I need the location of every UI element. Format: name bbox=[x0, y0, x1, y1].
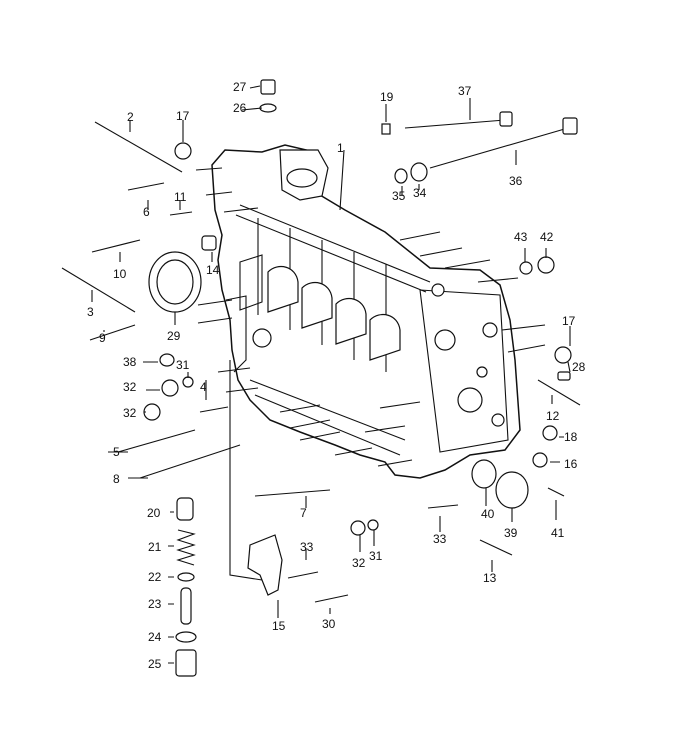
callout-label-11: 11 bbox=[174, 190, 187, 204]
callout-label-34: 34 bbox=[413, 186, 427, 200]
callout-label-38: 38 bbox=[123, 355, 137, 369]
callout-label-32: 32 bbox=[123, 380, 137, 394]
callout-label-10: 10 bbox=[113, 267, 127, 281]
callout-label-35: 35 bbox=[392, 189, 406, 203]
callout-label-41: 41 bbox=[551, 526, 565, 540]
callout-label-16: 16 bbox=[564, 457, 578, 471]
callout-label-29: 29 bbox=[167, 329, 181, 343]
callout-label-27: 27 bbox=[233, 80, 247, 94]
callout-label-1: 1 bbox=[337, 141, 344, 155]
callout-label-25: 25 bbox=[148, 657, 162, 671]
callout-label-33: 33 bbox=[300, 540, 314, 554]
callout-label-40: 40 bbox=[481, 507, 495, 521]
callout-label-9: 9 bbox=[99, 331, 106, 345]
loose-parts bbox=[61, 79, 581, 677]
callout-label-23: 23 bbox=[148, 597, 162, 611]
callout-label-13: 13 bbox=[483, 571, 497, 585]
crankcase-body bbox=[211, 144, 521, 479]
callout-label-14: 14 bbox=[206, 263, 220, 277]
callout-label-8: 8 bbox=[113, 472, 120, 486]
callout-label-15: 15 bbox=[272, 619, 286, 633]
callout-label-30: 30 bbox=[322, 617, 336, 631]
callout-label-26: 26 bbox=[233, 101, 247, 115]
callout-label-32: 32 bbox=[123, 406, 137, 420]
callout-label-17: 17 bbox=[562, 314, 576, 328]
callout-label-3: 3 bbox=[87, 305, 94, 319]
callout-label-28: 28 bbox=[572, 360, 586, 374]
callout-label-20: 20 bbox=[147, 506, 161, 520]
callout-label-24: 24 bbox=[148, 630, 162, 644]
callout-label-22: 22 bbox=[148, 570, 162, 584]
callout-label-6: 6 bbox=[143, 205, 150, 219]
callout-label-32: 32 bbox=[352, 556, 366, 570]
callout-label-12: 12 bbox=[546, 409, 560, 423]
callout-label-5: 5 bbox=[113, 445, 120, 459]
callout-label-31: 31 bbox=[369, 549, 383, 563]
callout-label-2: 2 bbox=[127, 110, 134, 124]
callout-label-43: 43 bbox=[514, 230, 528, 244]
callout-label-19: 19 bbox=[380, 90, 394, 104]
case-studs bbox=[195, 167, 546, 467]
callout-label-42: 42 bbox=[540, 230, 554, 244]
callout-label-39: 39 bbox=[504, 526, 518, 540]
callout-label-37: 37 bbox=[458, 84, 472, 98]
callout-label-7: 7 bbox=[300, 506, 307, 520]
callout-label-33: 33 bbox=[433, 532, 447, 546]
callout-label-31: 31 bbox=[176, 358, 190, 372]
callout-label-18: 18 bbox=[564, 430, 578, 444]
callout-label-36: 36 bbox=[509, 174, 523, 188]
callout-label-21: 21 bbox=[148, 540, 162, 554]
callout-label-4: 4 bbox=[200, 380, 207, 394]
callout-label-17: 17 bbox=[176, 109, 190, 123]
